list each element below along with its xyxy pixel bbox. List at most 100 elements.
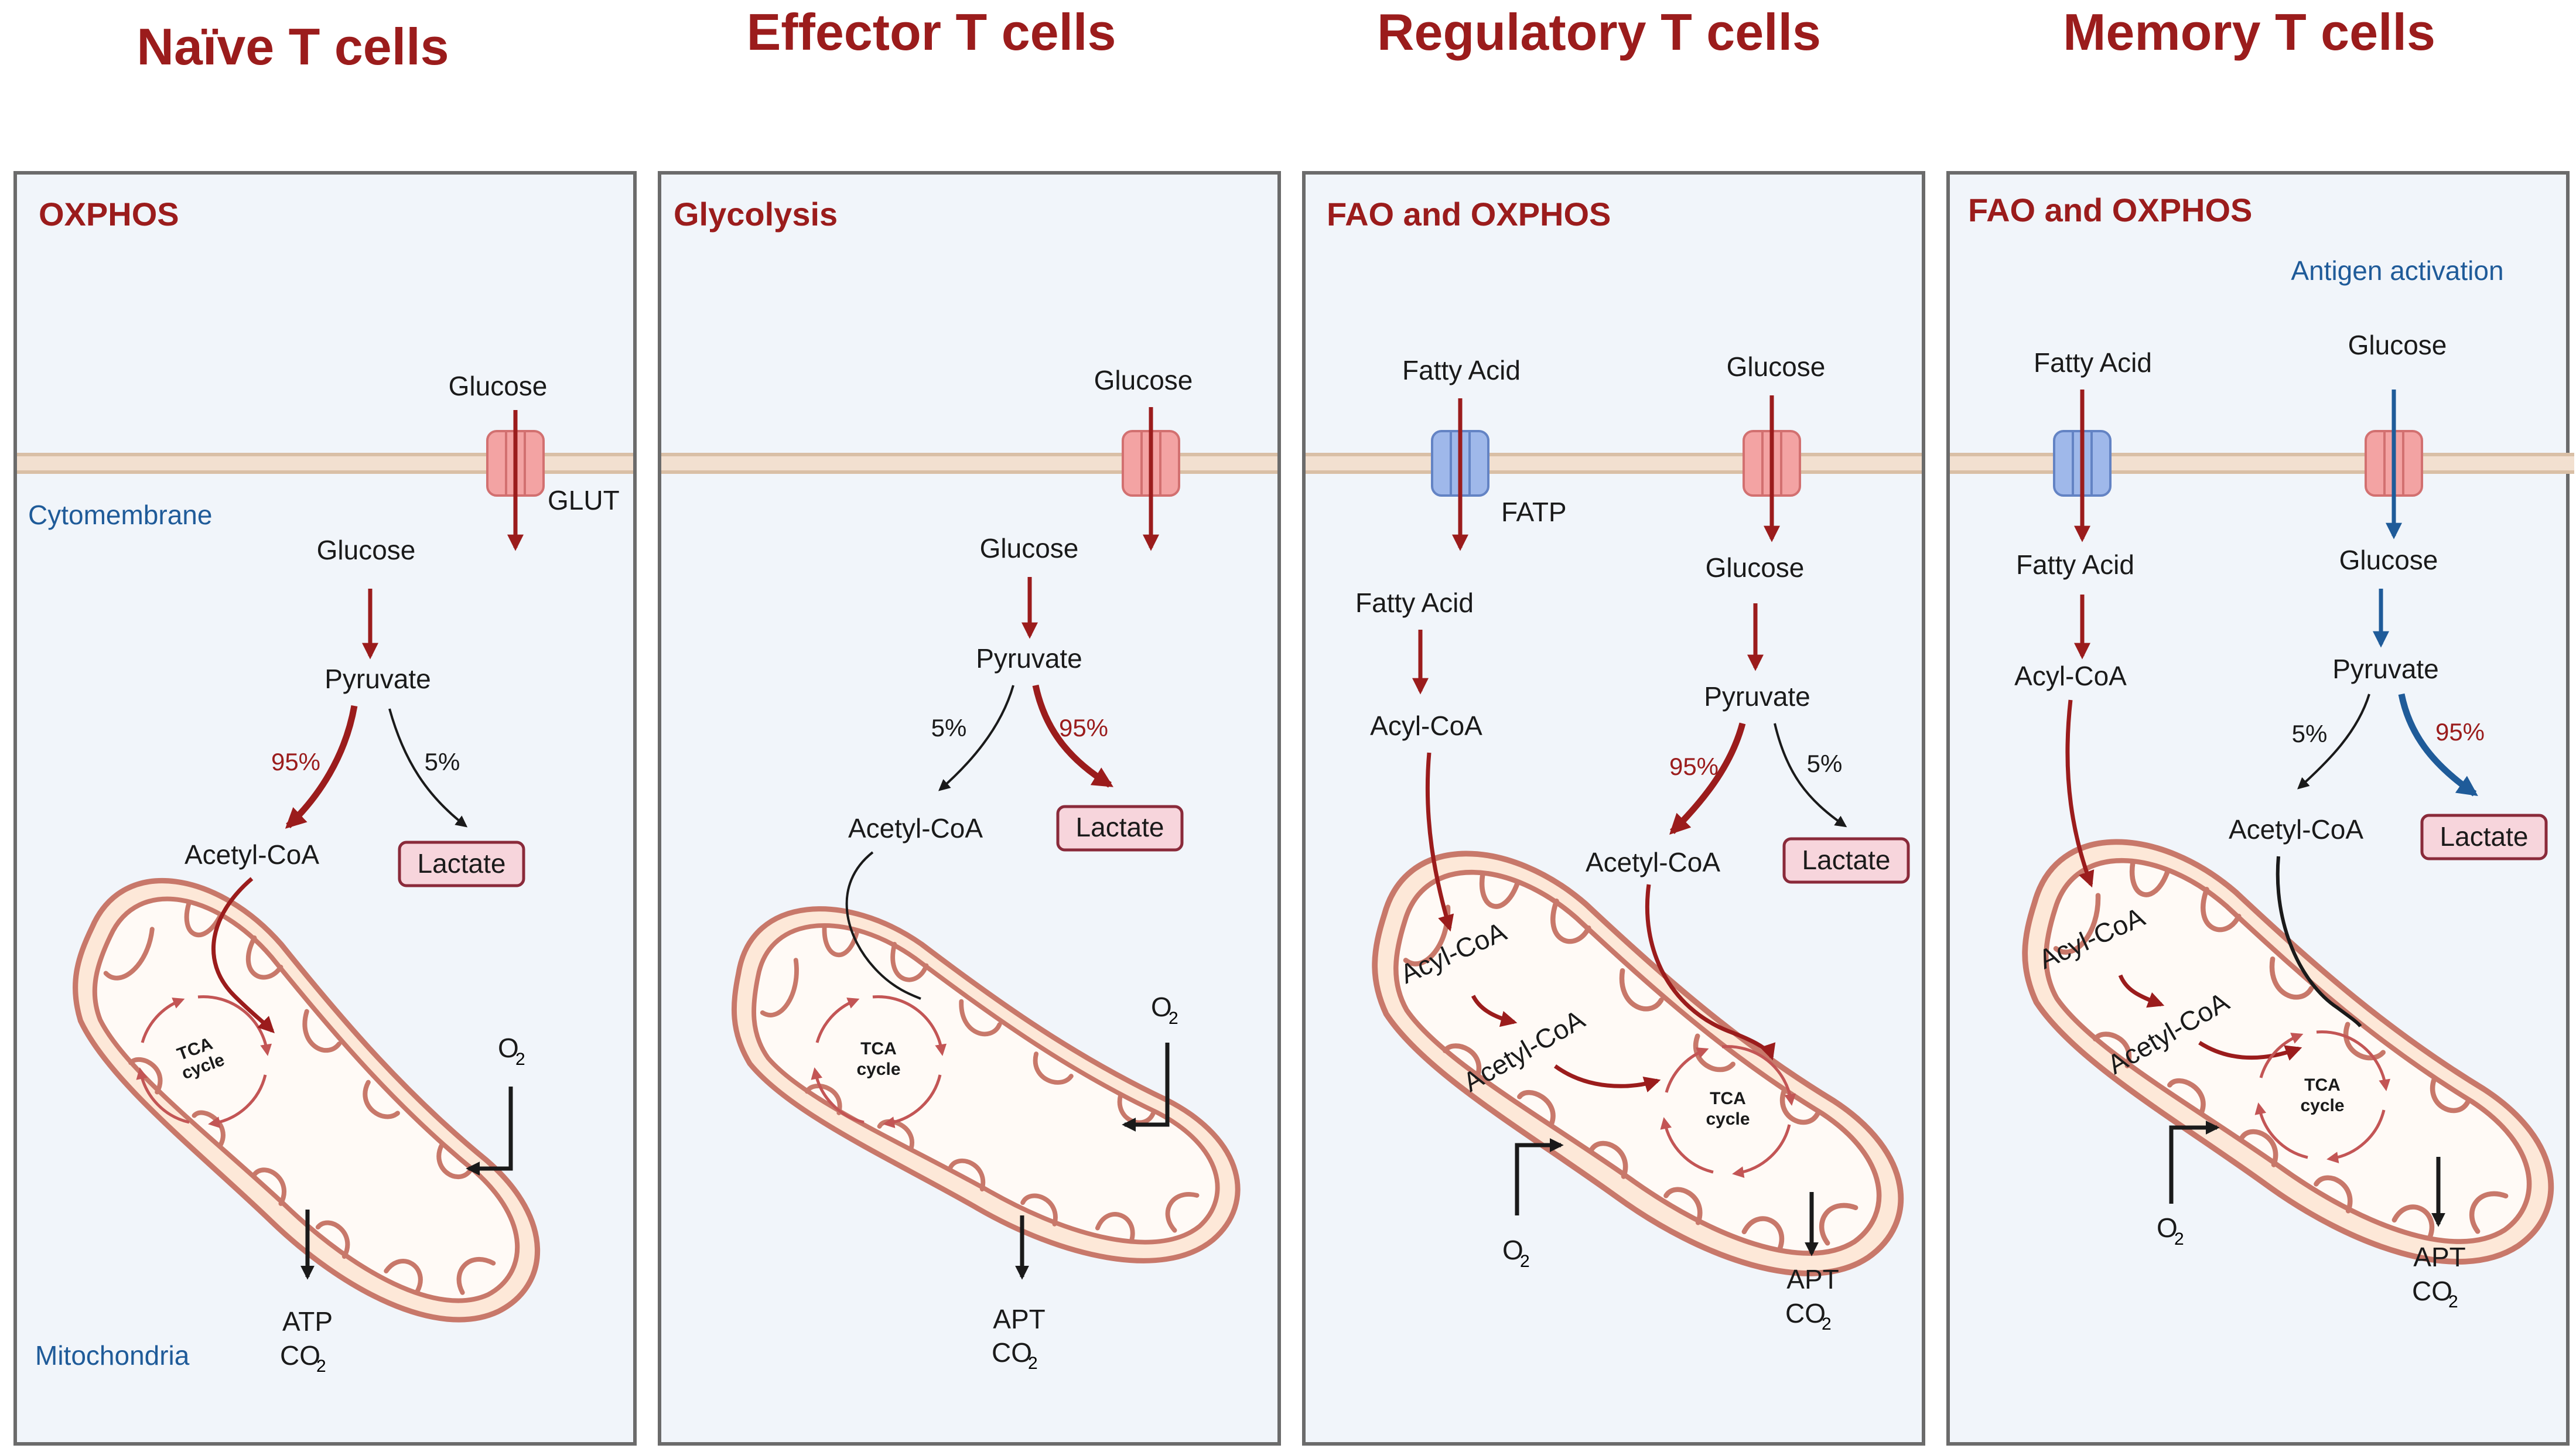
p3-pyruvate-to-lactate-arrow <box>1774 723 1847 828</box>
p1-glucose-inside: Glucose <box>317 535 416 565</box>
p1-output-atp: ATP <box>282 1306 333 1337</box>
p3-output-apt: APT <box>1786 1264 1839 1295</box>
p1-pyruvate-to-lactate-arrow <box>388 708 468 828</box>
p3-o2: O 2 <box>1502 1235 1530 1271</box>
p4-acyl-coa: Acyl-CoA <box>2014 661 2127 691</box>
p1-acetyl-into-tca-arrow <box>211 877 275 1033</box>
svg-text:O: O <box>1502 1235 1523 1265</box>
p3-pyruvate-to-acetyl-arrow <box>1669 722 1746 835</box>
svg-text:CO: CO <box>2412 1276 2452 1306</box>
p3-output-co2: CO 2 <box>1785 1298 1832 1334</box>
p3-fatty-inside: Fatty Acid <box>1355 588 1474 618</box>
p1-pyruvate: Pyruvate <box>324 664 431 694</box>
p3-pct-right: 5% <box>1807 750 1843 777</box>
p2-tca-line2: cycle <box>856 1060 900 1079</box>
p2-pyruvate: Pyruvate <box>976 643 1082 674</box>
p3-glucose-inside: Glucose <box>1706 552 1805 583</box>
panel4-title: Memory T cells <box>2063 3 2435 61</box>
p2-acetyl-coa: Acetyl-CoA <box>848 813 983 843</box>
p3-lactate: Lactate <box>1802 845 1891 875</box>
panel2-title: Effector T cells <box>747 3 1116 61</box>
p3-fatty-outside: Fatty Acid <box>1402 355 1521 385</box>
p4-pct-left: 5% <box>2292 720 2328 747</box>
p2-lactate-box <box>1056 805 1184 852</box>
svg-text:O: O <box>1151 992 1172 1022</box>
p1-lactate: Lactate <box>418 848 506 879</box>
p4-tca-line1: TCA <box>2304 1075 2341 1095</box>
p1-output-co2: CO 2 <box>280 1340 326 1376</box>
p3-tca-line1: TCA <box>1710 1089 1746 1108</box>
p2-pct-left: 5% <box>931 714 967 742</box>
panel2-pathway: Glycolysis <box>674 196 838 233</box>
panel1-pathway: OXPHOS <box>39 196 179 233</box>
p2-pct-right: 95% <box>1059 714 1108 742</box>
p1-glucose-outside: Glucose <box>449 371 548 401</box>
p3-mito-acetyl-to-tca-arrow <box>1553 1064 1661 1092</box>
p4-pyruvate-to-lactate-arrow <box>2398 693 2478 797</box>
svg-text:O: O <box>498 1033 519 1063</box>
mitochondria-label: Mitochondria <box>35 1340 190 1371</box>
p3-acyl-into-mito-arrow <box>1425 752 1454 932</box>
p2-pyruvate-to-acetyl-arrow <box>938 685 1014 791</box>
svg-text:2: 2 <box>1822 1314 1832 1334</box>
p4-glucose-outside: Glucose <box>2348 330 2447 360</box>
p4-acyl-into-mito-arrow <box>2065 699 2095 888</box>
p3-acyl-coa: Acyl-CoA <box>1370 711 1482 741</box>
p1-o2-arrow <box>466 1087 513 1176</box>
p1-pct-right: 5% <box>425 748 460 776</box>
p4-acetyl-into-tca-arrow <box>2276 856 2362 1027</box>
svg-text:2: 2 <box>1028 1354 1038 1373</box>
svg-text:2: 2 <box>2174 1229 2184 1249</box>
p4-acetyl-coa: Acetyl-CoA <box>2229 814 2363 845</box>
p4-lactate-box <box>2420 814 2548 860</box>
p1-o2: O 2 <box>498 1033 525 1069</box>
p2-o2-arrow <box>1122 1043 1170 1132</box>
p3-mito-acyl-to-acetyl-arrow <box>1471 995 1518 1027</box>
p2-glucose-inside: Glucose <box>980 533 1079 563</box>
membrane-panel4 <box>1950 453 2574 474</box>
p4-tca-line2: cycle <box>2300 1096 2344 1115</box>
svg-text:CO: CO <box>280 1340 320 1371</box>
p3-fatp-label: FATP <box>1501 497 1567 527</box>
p4-pyruvate: Pyruvate <box>2332 654 2439 684</box>
svg-text:CO: CO <box>1785 1298 1826 1328</box>
svg-text:2: 2 <box>2448 1292 2458 1311</box>
svg-text:2: 2 <box>1169 1009 1178 1028</box>
p4-fatty-inside: Fatty Acid <box>2016 549 2134 580</box>
p3-tca-line2: cycle <box>1706 1109 1750 1129</box>
p1-pct-left: 95% <box>271 748 320 776</box>
p3-lactate-box <box>1782 837 1910 884</box>
p1-lactate-box <box>398 841 525 887</box>
p2-pyruvate-to-lactate-arrow <box>1032 684 1113 788</box>
p2-o2: O 2 <box>1151 992 1178 1028</box>
p3-acetyl-coa: Acetyl-CoA <box>1586 847 1720 877</box>
p4-output-co2: CO 2 <box>2412 1276 2458 1311</box>
p4-lactate: Lactate <box>2440 821 2529 852</box>
p4-mito-acetyl-to-tca-arrow <box>2198 1041 2302 1061</box>
p3-acetyl-into-tca-arrow <box>1645 884 1776 1061</box>
p4-mito-acyl-to-acetyl-arrow <box>2118 974 2165 1008</box>
p4-o2-arrow <box>2169 1121 2220 1204</box>
p2-acetyl-into-tca-arrow <box>845 851 921 1000</box>
cytomembrane-label: Cytomembrane <box>28 500 212 530</box>
p3-glucose-outside: Glucose <box>1727 351 1826 382</box>
svg-text:2: 2 <box>515 1050 525 1069</box>
p4-glucose-inside: Glucose <box>2339 545 2438 575</box>
svg-text:CO: CO <box>992 1337 1032 1368</box>
p3-o2-arrow <box>1515 1138 1564 1215</box>
p4-fatty-outside: Fatty Acid <box>2034 347 2152 378</box>
svg-text:O: O <box>2157 1212 2178 1243</box>
panel3-title: Regulatory T cells <box>1377 3 1821 61</box>
p2-glucose-outside: Glucose <box>1094 365 1193 395</box>
p4-pct-right: 95% <box>2435 718 2485 746</box>
panel3-pathway: FAO and OXPHOS <box>1327 196 1611 233</box>
p2-output-apt: APT <box>993 1304 1045 1334</box>
svg-text:2: 2 <box>316 1357 326 1376</box>
p2-output-co2: CO 2 <box>992 1337 1038 1373</box>
p1-glut-label: GLUT <box>548 485 620 515</box>
panel4-pathway: FAO and OXPHOS <box>1968 192 2252 228</box>
p3-pct-left: 95% <box>1669 753 1719 780</box>
p2-tca-line1: TCA <box>860 1039 897 1058</box>
